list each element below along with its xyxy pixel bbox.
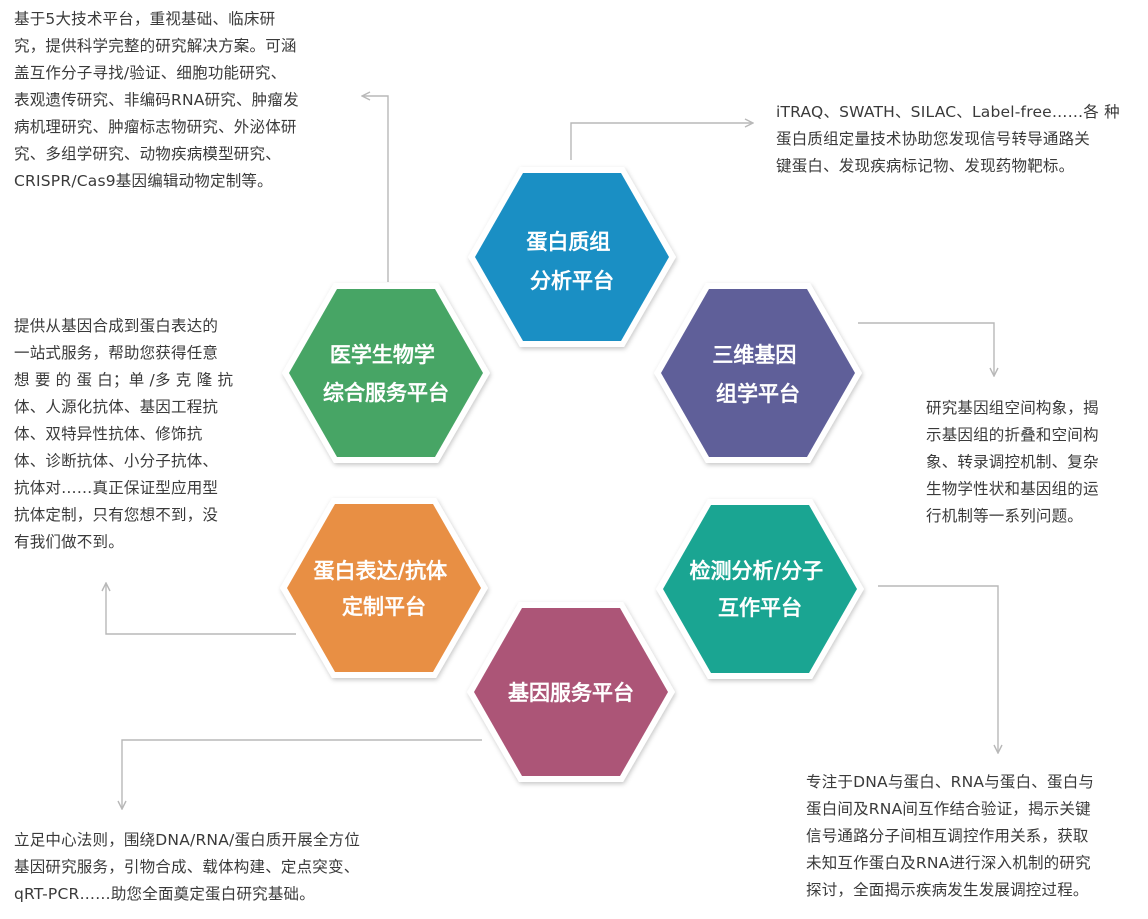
- desc-line: 表观遗传研究、非编码RNA研究、肿瘤发: [14, 91, 299, 109]
- desc-line: 抗体定制，只有您想不到，没: [14, 506, 219, 524]
- desc-line: 究，提供科学完整的研究解决方案。可涵: [14, 37, 297, 55]
- hex-proteomics-line2: 分析平台: [530, 269, 614, 293]
- connectors: [106, 96, 998, 808]
- desc-line: 体、人源化抗体、基因工程抗: [14, 398, 219, 416]
- desc-line: 探讨，全面揭示疾病发生发展调控过程。: [806, 881, 1089, 899]
- desc-line: 信号通路分子间相互调控作用关系，获取: [806, 827, 1089, 845]
- desc-line: 专注于DNA与蛋白、RNA与蛋白、蛋白与: [806, 773, 1095, 791]
- desc-line: 象、转录调控机制、复杂: [926, 453, 1099, 471]
- desc-line: 提供从基因合成到蛋白表达的: [14, 317, 219, 335]
- desc-line: 盖互作分子寻找/验证、细胞功能研究、: [14, 64, 287, 82]
- desc-line: 未知互作蛋白及RNA进行深入机制的研究: [806, 854, 1091, 872]
- svg-text:三维基因 组学平台: 三维基因 组学平台: [712, 343, 803, 406]
- desc-top-right: iTRAQ、SWATH、SILAC、Label-free……各 种 蛋白质组定量…: [776, 99, 1138, 180]
- connector-genome-3d: [858, 322, 994, 375]
- desc-line: 行机制等一系列问题。: [926, 507, 1084, 525]
- desc-line: 体、双特异性抗体、修饰抗: [14, 425, 203, 443]
- desc-line: 有我们做不到。: [14, 533, 124, 551]
- desc-line: 体、诊断抗体、小分子抗体、: [14, 452, 219, 470]
- desc-line: 键蛋白、发现疾病标记物、发现药物靶标。: [776, 157, 1075, 175]
- svg-text:医学生物学 综合服务平台: 医学生物学 综合服务平台: [323, 343, 449, 405]
- hex-detection: 检测分析/分子 互作平台: [656, 499, 864, 679]
- desc-bottom-left: 立足中心法则，围绕DNA/RNA/蛋白质开展全方位 基因研究服务，引物合成、载体…: [14, 827, 410, 908]
- desc-line: 研究基因组空间构象，揭: [926, 399, 1099, 417]
- desc-line: qRT-PCR……助您全面奠定蛋白研究基础。: [14, 885, 315, 903]
- hex-protein-expression: 蛋白表达/抗体 定制平台: [280, 498, 488, 678]
- desc-line: 基因研究服务，引物合成、载体构建、定点突变、: [14, 858, 360, 876]
- desc-line: 蛋白质组定量技术协助您发现信号转导通路关: [776, 130, 1091, 148]
- desc-mid-left: 提供从基因合成到蛋白表达的 一站式服务，帮助您获得任意 想 要 的 蛋 白；单 …: [14, 313, 246, 556]
- hex-proteomics: 蛋白质组 分析平台: [468, 167, 676, 347]
- hex-protein-expression-line1: 蛋白表达/抗体: [314, 559, 449, 583]
- hex-genome-3d-line1: 三维基因: [712, 343, 796, 367]
- desc-top-left: 基于5大技术平台，重视基础、临床研 究，提供科学完整的研究解决方案。可涵 盖互作…: [14, 6, 344, 195]
- desc-line: 基于5大技术平台，重视基础、临床研: [14, 10, 276, 28]
- hex-genome-3d: 三维基因 组学平台: [654, 283, 862, 463]
- hex-gene-service: 基因服务平台: [467, 602, 675, 782]
- desc-line: 生物学性状和基因组的运: [926, 480, 1099, 498]
- connector-detection: [878, 585, 998, 752]
- connector-medical: [363, 96, 389, 282]
- hex-proteomics-line1: 蛋白质组: [526, 230, 610, 254]
- desc-line: 想 要 的 蛋 白；单 /多 克 隆 抗: [14, 371, 234, 389]
- svg-text:蛋白表达/抗体 定制平台: 蛋白表达/抗体 定制平台: [314, 559, 455, 619]
- svg-text:基因服务平台: 基因服务平台: [508, 681, 634, 705]
- connector-protein-expression: [106, 584, 296, 635]
- svg-text:检测分析/分子 互作平台: 检测分析/分子 互作平台: [690, 559, 831, 620]
- desc-line: iTRAQ、SWATH、SILAC、Label-free……各 种: [776, 103, 1120, 121]
- desc-line: 一站式服务，帮助您获得任意: [14, 344, 219, 362]
- desc-mid-right: 研究基因组空间构象，揭 示基因组的折叠和空间构 象、转录调控机制、复杂 生物学性…: [926, 395, 1136, 530]
- connector-proteomics: [570, 123, 752, 160]
- connector-gene-service: [122, 739, 482, 808]
- hex-medical-line2: 综合服务平台: [323, 381, 449, 405]
- hex-detection-line1: 检测分析/分子: [690, 559, 824, 583]
- desc-line: 立足中心法则，围绕DNA/RNA/蛋白质开展全方位: [14, 831, 361, 849]
- hex-medical-line1: 医学生物学: [330, 343, 435, 367]
- desc-line: 究、多组学研究、动物疾病模型研究、: [14, 145, 281, 163]
- desc-bottom-right: 专注于DNA与蛋白、RNA与蛋白、蛋白与 蛋白间及RNA间互作结合验证，揭示关键…: [806, 769, 1136, 904]
- hex-detection-line2: 互作平台: [718, 596, 802, 620]
- desc-line: 蛋白间及RNA间互作结合验证，揭示关键: [806, 800, 1091, 818]
- hex-medical: 医学生物学 综合服务平台: [282, 283, 490, 463]
- hex-protein-expression-line2: 定制平台: [342, 595, 426, 619]
- desc-line: 病机理研究、肿瘤标志物研究、外泌体研: [14, 118, 297, 136]
- desc-line: 抗体对……真正保证型应用型: [14, 479, 219, 497]
- hex-genome-3d-line2: 组学平台: [716, 382, 800, 406]
- desc-line: CRISPR/Cas9基因编辑动物定制等。: [14, 172, 273, 190]
- svg-text:蛋白质组 分析平台: 蛋白质组 分析平台: [526, 230, 617, 293]
- desc-line: 示基因组的折叠和空间构: [926, 426, 1099, 444]
- hex-gene-service-line1: 基因服务平台: [508, 681, 634, 705]
